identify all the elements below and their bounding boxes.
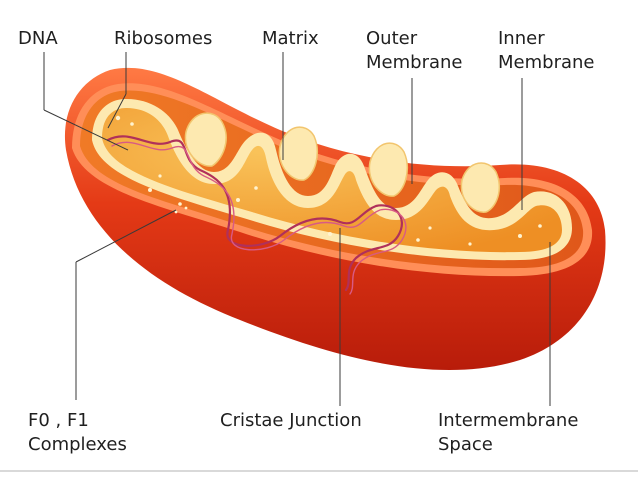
- label-dna: DNA: [18, 28, 58, 49]
- label-cristae-junction: Cristae Junction: [220, 410, 362, 431]
- label-matrix: Matrix: [262, 28, 319, 49]
- label-outer-membrane-line1: Outer: [366, 28, 418, 49]
- dna-strand-2: [111, 141, 407, 295]
- leader-lines: [43, 52, 551, 406]
- label-intermembrane-line1: Intermembrane: [438, 410, 579, 431]
- cristae-folds: [184, 112, 500, 213]
- dna-strand: [106, 135, 403, 292]
- label-outer-membrane-line2: Membrane: [366, 52, 463, 73]
- label-f0-f1-line1: F0 , F1: [28, 410, 89, 431]
- label-ribosomes: Ribosomes: [114, 28, 213, 49]
- label-intermembrane-line2: Space: [438, 434, 493, 455]
- label-f0-f1-line2: Complexes: [28, 434, 127, 455]
- bottom-divider: [0, 470, 638, 472]
- label-inner-membrane-line1: Inner: [498, 28, 545, 49]
- matrix-region: [102, 108, 562, 253]
- ribosome-dots: [115, 115, 542, 246]
- label-inner-membrane-line2: Membrane: [498, 52, 595, 73]
